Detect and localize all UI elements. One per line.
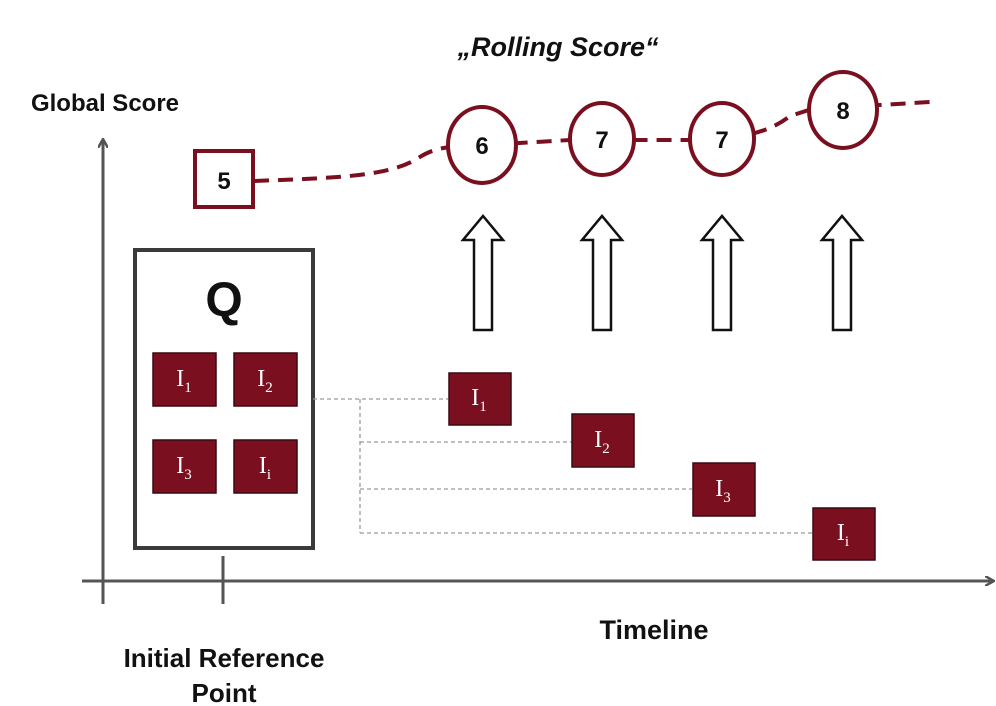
- item-base: I: [471, 385, 479, 411]
- item-base: I: [259, 453, 267, 479]
- initial-score-box: [193, 149, 255, 209]
- item-subscript: 2: [602, 441, 610, 457]
- up-arrow-icon: [699, 214, 745, 332]
- diagram-title: „Rolling Score“: [456, 32, 659, 62]
- item-base: I: [837, 520, 845, 546]
- svg-text:Ii: Ii: [259, 453, 271, 483]
- timeline-item: I3: [692, 462, 756, 517]
- questionnaire-item: Ii: [233, 439, 298, 494]
- svg-text:I3: I3: [715, 476, 731, 506]
- axes: [82, 140, 993, 604]
- x-axis-label: Timeline: [599, 615, 708, 645]
- score-circle: 8: [807, 70, 879, 150]
- svg-text:I1: I1: [176, 366, 192, 396]
- reference-label-line2: Point: [192, 678, 257, 706]
- score-circle: 7: [688, 101, 756, 177]
- questionnaire-item: I3: [152, 439, 217, 494]
- up-arrow-icon: [579, 214, 625, 332]
- connector-lines: [313, 398, 812, 534]
- svg-text:I2: I2: [257, 366, 273, 396]
- svg-text:I1: I1: [471, 385, 487, 415]
- questionnaire-label: Q: [205, 274, 242, 327]
- up-arrow-icon: [460, 214, 506, 332]
- questionnaire-item: I2: [233, 352, 298, 407]
- timeline-item: I1: [448, 372, 512, 426]
- item-base: I: [176, 366, 184, 392]
- reference-label-line1: Initial Reference: [124, 643, 325, 673]
- score-value: 7: [595, 127, 608, 154]
- score-circle: 6: [446, 105, 518, 185]
- item-base: I: [594, 427, 602, 453]
- timeline-item: Ii: [812, 507, 876, 561]
- item-subscript: 1: [184, 380, 192, 396]
- item-subscript: i: [845, 534, 849, 550]
- svg-text:I3: I3: [176, 453, 192, 483]
- score-value: 8: [836, 98, 849, 125]
- item-base: I: [715, 476, 723, 502]
- item-subscript: i: [267, 467, 271, 483]
- initial-score-value: 5: [217, 168, 230, 195]
- rolling-score-curve: [253, 100, 931, 183]
- score-value: 6: [475, 133, 488, 160]
- svg-text:I2: I2: [594, 427, 610, 457]
- score-value: 7: [715, 127, 728, 154]
- svg-text:Ii: Ii: [837, 520, 849, 550]
- questionnaire-item: I1: [152, 352, 217, 407]
- item-subscript: 1: [479, 399, 487, 415]
- timeline-item: I2: [571, 413, 635, 468]
- item-base: I: [257, 366, 265, 392]
- item-subscript: 2: [265, 380, 273, 396]
- y-axis-label: Global Score: [31, 90, 179, 117]
- item-subscript: 3: [723, 490, 731, 506]
- item-subscript: 3: [184, 467, 192, 483]
- item-base: I: [176, 453, 184, 479]
- up-arrow-icon: [819, 214, 865, 332]
- score-circle: 7: [568, 101, 636, 177]
